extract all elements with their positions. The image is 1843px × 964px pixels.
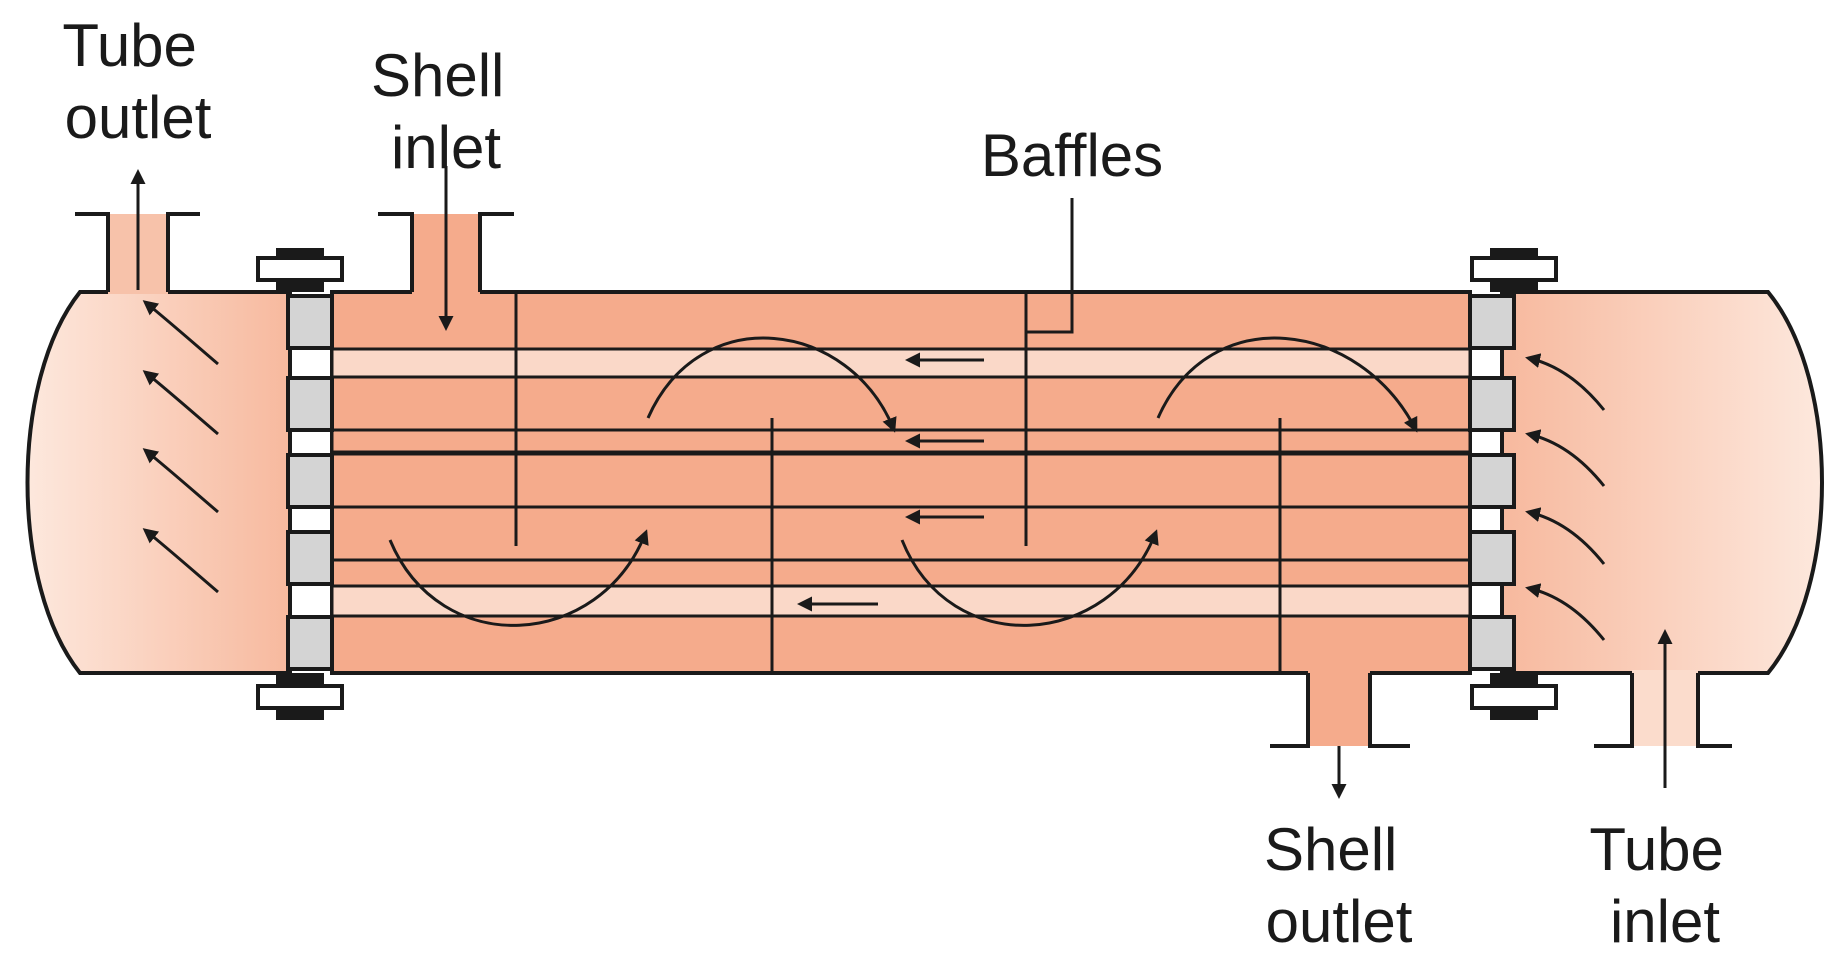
flange-top-right bbox=[1470, 248, 1558, 292]
tube bbox=[330, 347, 1472, 379]
flange-bottom-left bbox=[256, 673, 344, 720]
flange-top-left bbox=[256, 248, 344, 292]
flange-bottom-right bbox=[1470, 673, 1558, 720]
swirl-arrow bbox=[1156, 336, 1418, 433]
label-shell-outlet: Shell outlet bbox=[1264, 816, 1414, 955]
label-shell-inlet: Shell inlet bbox=[371, 42, 521, 181]
tube-sheet-right bbox=[1468, 294, 1516, 671]
nozzle-tube-inlet bbox=[1594, 670, 1732, 748]
shell-flow-arrows bbox=[388, 166, 1418, 799]
tube-flow-arrows bbox=[130, 169, 1673, 788]
swirl-arrow bbox=[646, 336, 897, 433]
flange-bolts bbox=[256, 248, 1558, 720]
swirl-arrow bbox=[900, 529, 1159, 627]
baffles bbox=[514, 292, 1282, 673]
label-tube-inlet: Tube inlet bbox=[1589, 816, 1740, 955]
tube-sheet-left bbox=[286, 294, 334, 671]
baffles-leader-line bbox=[1026, 198, 1074, 334]
label-baffles: Baffles bbox=[981, 122, 1163, 189]
tube bbox=[330, 428, 1472, 454]
label-tube-outlet: Tube outlet bbox=[62, 12, 213, 151]
labels: Tube outlet Shell inlet Baffles Shell ou… bbox=[62, 12, 1740, 955]
left-header bbox=[25, 290, 292, 675]
tube bbox=[330, 584, 1472, 618]
nozzle-shell-outlet bbox=[1270, 670, 1410, 748]
right-header bbox=[1500, 290, 1824, 675]
swirl-arrow bbox=[388, 529, 649, 627]
